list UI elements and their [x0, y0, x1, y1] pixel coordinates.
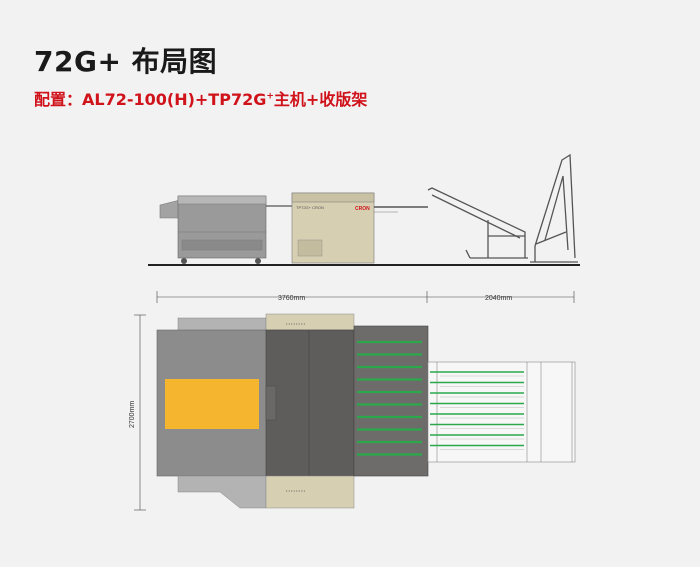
config-suffix: 主机+收版架 — [273, 90, 368, 109]
rack-lines — [430, 371, 524, 450]
rack-top — [427, 361, 576, 463]
rack-side — [427, 153, 578, 263]
config-subtitle: 配置：AL72-100(H)+TP72G+主机+收版架 — [34, 86, 367, 110]
svg-text:• • • • • • • •: • • • • • • • • — [286, 321, 306, 326]
conveyor-top — [353, 325, 429, 477]
main-unit-label: TP72G+ CRON — [296, 205, 324, 210]
top-view: 3760mm 2040mm 2700mm • • • • • • • • • •… — [129, 291, 576, 511]
config-sup: + — [266, 91, 274, 102]
dimension-width — [156, 291, 575, 303]
side-view: TP72G+ CRON CRON — [148, 153, 580, 266]
processor-top — [156, 317, 268, 509]
conveyor-rails — [357, 340, 422, 456]
processor-side — [159, 195, 292, 264]
dim-depth: 2700mm — [129, 401, 136, 428]
dim-main-width: 3760mm — [278, 295, 305, 302]
dim-rack-width: 2040mm — [485, 295, 512, 302]
brand-logo: CRON — [355, 206, 370, 212]
main-unit-side: TP72G+ CRON CRON — [291, 192, 428, 264]
page-title: 72G+ 布局图 — [34, 45, 218, 78]
config-prefix: 配置：AL72-100(H)+TP72G — [34, 90, 267, 109]
svg-text:• • • • • • • •: • • • • • • • • — [286, 488, 306, 493]
main-unit-top: • • • • • • • • • • • • • • • • — [265, 313, 355, 509]
dimension-depth — [134, 314, 146, 511]
processor-yellow-panel — [165, 379, 259, 429]
